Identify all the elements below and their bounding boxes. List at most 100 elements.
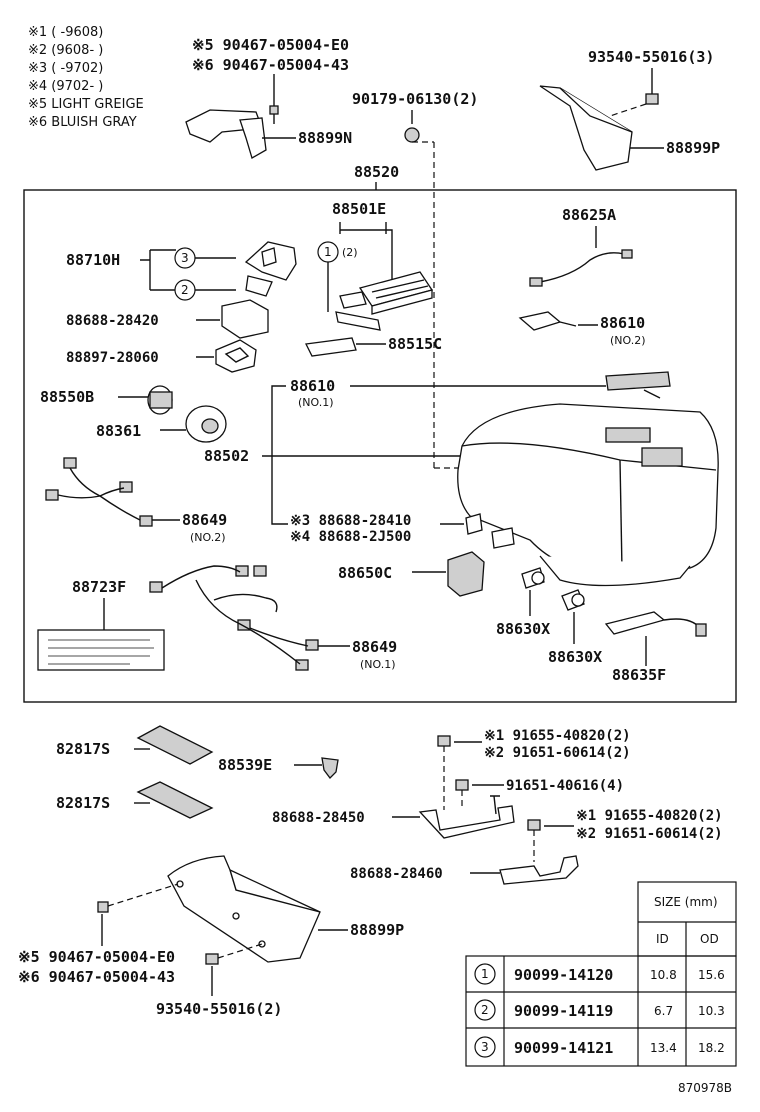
caution-label-88723f-icon xyxy=(37,629,165,671)
harness-88649-no1-icon xyxy=(149,565,319,671)
harness-88649-no2-icon xyxy=(45,457,153,527)
table-header-od: OD xyxy=(700,932,719,946)
note-1: ※1 ( -9608) xyxy=(28,25,103,40)
label-88515c: 88515C xyxy=(388,335,442,353)
ring-2-qty: (2) xyxy=(342,246,358,259)
label-88630x-b: 88630X xyxy=(548,648,602,666)
label-88550b: 88550B xyxy=(40,388,94,406)
table-row-1-id: 10.8 xyxy=(650,968,677,982)
label-88520: 88520 xyxy=(354,163,399,181)
harness-88625a-icon xyxy=(539,252,625,283)
label-88897: 88897-28060 xyxy=(66,350,159,366)
label-88502: 88502 xyxy=(204,447,249,465)
fan-88361-icon xyxy=(185,405,227,443)
screw-icon xyxy=(97,901,109,913)
label-88688-2j500: ※4 88688-2J500 xyxy=(290,529,411,545)
tape-82817s-a-icon xyxy=(136,725,214,765)
label-88630x-a: 88630X xyxy=(496,620,550,638)
dashed-line xyxy=(107,883,179,907)
table-row-1-mark: 1 xyxy=(481,967,489,981)
bracket-88688-28410-icon xyxy=(465,513,483,535)
bracket-tab xyxy=(490,795,500,815)
connector-icon xyxy=(529,277,543,287)
label-88710h: 88710H xyxy=(66,251,120,269)
bracket-88688-28420-icon xyxy=(221,299,269,339)
label-88649-no2: 88649 xyxy=(182,511,227,529)
table-header-size: SIZE (mm) xyxy=(654,895,718,909)
leader-bracket xyxy=(271,385,288,525)
table-header-id: ID xyxy=(656,932,669,946)
grommet-inner xyxy=(224,347,250,363)
note-3: ※3 ( -9702) xyxy=(28,61,103,76)
label-88688-28410: ※3 88688-28410 xyxy=(290,513,411,529)
label-clip-e0-bottom: ※5 90467-05004-E0 xyxy=(18,948,175,966)
note-6: ※6 BLUISH GRAY xyxy=(28,115,137,130)
table-row-2-id: 6.7 xyxy=(654,1004,673,1018)
label-88610-no2: 88610 xyxy=(600,314,645,332)
screw-icon xyxy=(527,819,541,831)
grommet-88897-icon xyxy=(215,339,257,373)
label-93540-top: 93540-55016(3) xyxy=(588,48,714,66)
valve-88515c-icon xyxy=(305,337,357,357)
tape-82817s-b-icon xyxy=(136,781,214,819)
dashed-line xyxy=(217,943,263,959)
table-row-2-mark: 2 xyxy=(481,1003,489,1017)
table-ring-1-marker xyxy=(474,963,496,985)
label-88649-no2-sub: (NO.2) xyxy=(190,531,226,544)
table-row-1-part: 90099-14120 xyxy=(514,966,613,984)
label-88610-no1-sub: (NO.1) xyxy=(298,396,334,409)
screw-icon xyxy=(205,953,219,965)
note-4: ※4 (9702- ) xyxy=(28,79,103,94)
cover-88899p-top-icon xyxy=(539,85,633,171)
label-88899p-bottom: 88899P xyxy=(350,921,404,939)
leader-bracket xyxy=(140,249,176,291)
screw-icon xyxy=(269,105,279,115)
label-91655-b: ※1 91655-40820(2) xyxy=(576,808,723,824)
label-clip-e0-top: ※5 90467-05004-E0 xyxy=(192,36,349,54)
bracket-icon xyxy=(491,527,515,549)
label-91655-a: ※1 91655-40820(2) xyxy=(484,728,631,744)
label-91651-40616: 91651-40616(4) xyxy=(506,778,624,794)
label-88899p-top: 88899P xyxy=(666,139,720,157)
cooler-unit-88502-icon xyxy=(457,403,719,587)
amplifier-88650c-icon xyxy=(447,551,485,597)
table-row-2-part: 90099-14119 xyxy=(514,1002,613,1020)
dashed-line xyxy=(609,103,647,117)
table-row-3-od: 18.2 xyxy=(698,1041,725,1055)
table-row-2-od: 10.3 xyxy=(698,1004,725,1018)
assembly-frame xyxy=(23,189,737,703)
bracket-88688-28450-icon xyxy=(418,805,515,839)
heater-core-88501e-icon xyxy=(335,271,434,331)
table-row-1-od: 15.6 xyxy=(698,968,725,982)
label-88635f: 88635F xyxy=(612,666,666,684)
label-88539e: 88539E xyxy=(218,756,272,774)
label-91651-b: ※2 91651-60614(2) xyxy=(576,826,723,842)
document-id: 870978B xyxy=(678,1081,732,1095)
notes-legend: ※1 ( -9608) ※2 (9608- ) ※3 ( -9702) ※4 (… xyxy=(28,25,144,130)
label-88610-no1: 88610 xyxy=(290,377,335,395)
note-2: ※2 (9608- ) xyxy=(28,43,103,58)
screw-icon xyxy=(455,779,469,791)
label-88723f: 88723F xyxy=(72,578,126,596)
screw-icon xyxy=(437,735,451,747)
table-row-3-part: 90099-14121 xyxy=(514,1039,613,1057)
table-ring-2-marker xyxy=(474,999,496,1021)
bracket-88899n-icon xyxy=(185,109,267,159)
table-ring-3-marker xyxy=(474,1036,496,1058)
cover-88899p-bottom-icon xyxy=(167,855,321,963)
valve-88710h-icon xyxy=(244,241,297,297)
bulb-88630x-a-icon xyxy=(521,567,545,589)
ring-1-label: 1 xyxy=(324,245,332,259)
motor-88550b-icon xyxy=(147,385,173,415)
label-88361: 88361 xyxy=(96,422,141,440)
connector-icon xyxy=(621,249,633,259)
label-clip-43-bottom: ※6 90467-05004-43 xyxy=(18,968,175,986)
label-clip-43-top: ※6 90467-05004-43 xyxy=(192,56,349,74)
label-88688-28460: 88688-28460 xyxy=(350,866,443,882)
label-93540-bottom: 93540-55016(2) xyxy=(156,1000,282,1018)
clip-88539e-icon xyxy=(321,757,339,779)
label-88649-no1-sub: (NO.1) xyxy=(360,658,396,671)
bulb-88630x-b-icon xyxy=(561,589,585,611)
label-88688-28420: 88688-28420 xyxy=(66,313,159,329)
